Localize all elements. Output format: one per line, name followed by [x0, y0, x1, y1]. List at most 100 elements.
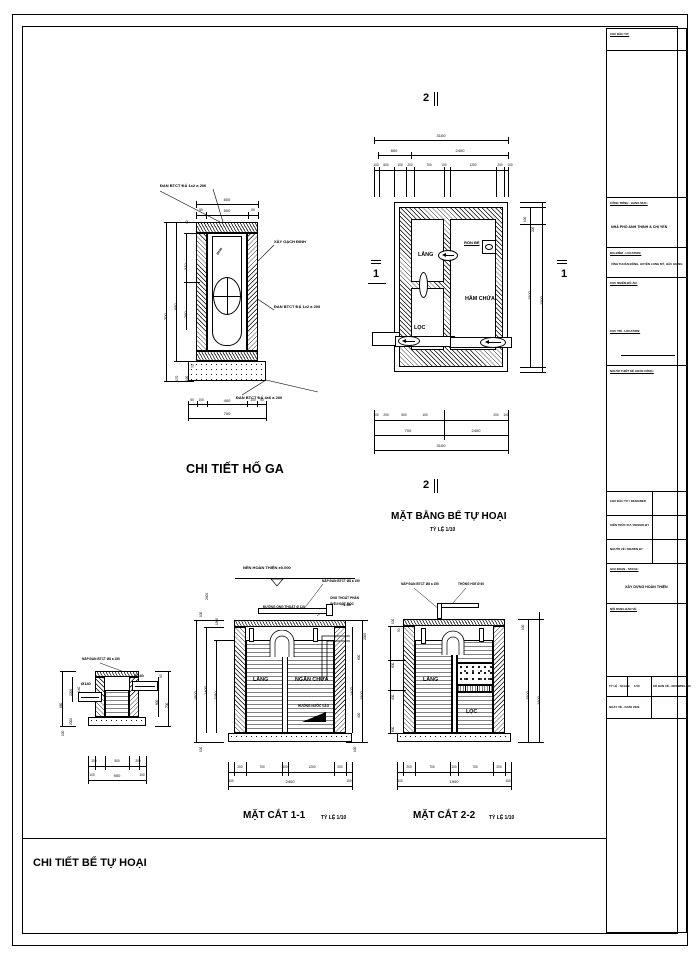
tb-label-nguoithietke: NGƯỜI THIẾT KẾ HOÀN CÔNG: — [610, 369, 654, 373]
sec22-bchain-100a: 100 — [397, 779, 403, 783]
tb-row-project — [607, 198, 686, 248]
sec11-rdim-400: 400 — [357, 712, 361, 718]
tb-label-congtrinh: CÔNG TRÌNH - HẠNG MỤC: — [610, 201, 648, 205]
sec22-bchain-200a: 200 — [406, 765, 412, 769]
plan-section-mark-1-right: 1 — [561, 268, 568, 280]
tb-row-location — [607, 248, 686, 278]
sec22-rdim-100: 100 — [521, 624, 525, 630]
sec22-note-cover: NẮP ĐAN BTCT Ø8 a 150 — [401, 582, 439, 586]
manhole-bdim-50b: 50 — [260, 398, 264, 402]
dim-ext — [214, 640, 234, 641]
sec22-bchain-200b: 200 — [496, 765, 502, 769]
sec22-bchain-700b: 700 — [472, 765, 478, 769]
pit-note: NẮP ĐAN BTCT Ø8 a 150 — [82, 657, 120, 661]
section-mark-line — [434, 479, 435, 493]
sec22-filter-sand — [457, 685, 493, 692]
plan-chain-100d: 100 — [507, 163, 513, 167]
dim-ext — [520, 202, 546, 203]
pit-ldim-140: 140 — [77, 686, 81, 692]
manhole-note-slab: ĐAN BTCT ĐÁ 1x2 a 200 — [274, 304, 321, 309]
dim-tick — [129, 756, 130, 770]
manhole-dim-500: 500 — [223, 208, 231, 213]
pit-ldim-660-line — [62, 671, 63, 726]
pit-ldim-100: 100 — [61, 730, 65, 736]
dim-tick — [505, 762, 506, 776]
pit-bchain-100b: 100 — [139, 773, 145, 777]
sec22-base-slab — [397, 733, 511, 742]
sec11-base-slab — [228, 733, 352, 742]
dim-ext — [346, 742, 368, 743]
plan-section-mark-2-top: 2 — [423, 92, 430, 104]
dim-ext — [520, 367, 546, 368]
tb-row-stage — [607, 564, 686, 604]
tb-footer-div-3 — [651, 697, 652, 719]
dim-tick — [248, 212, 249, 219]
dim-tick — [246, 762, 247, 776]
sec11-bdim-total-line — [228, 786, 352, 787]
plan-label-hamchua-1: HẦM CHỨA — [465, 296, 495, 302]
tb-row-chunhiem — [607, 278, 686, 366]
tb-footer-date: NGÀY VẼ - DATE 2020 — [609, 705, 640, 709]
pit-bchain-200b: 200 — [135, 759, 141, 763]
sec11-ground-line — [235, 578, 355, 579]
sec22-ldim-600b: 600 — [391, 726, 395, 732]
plan-bchain-500: 500 — [401, 413, 407, 417]
sec22-label-loc: LỌC — [466, 709, 478, 715]
dim-tick — [206, 212, 207, 219]
dim-ext — [174, 361, 200, 362]
plan-chain-700: 700 — [426, 163, 432, 167]
plan-chain-200b: 200 — [497, 163, 503, 167]
pit-rdim-700: 700 — [165, 702, 169, 708]
sec22-bdim-1900: 1900 — [449, 779, 459, 784]
pit-rdim-600-line — [158, 677, 159, 717]
manhole-note-top: ĐAN BTCT ĐÁ 1x2 a 200 — [160, 183, 207, 188]
dim-ext — [204, 627, 224, 628]
sec11-note-cover: NẮP ĐAN BTCT Ø8 a 150 — [322, 579, 360, 583]
sec22-ldim-100: 100 — [391, 618, 395, 624]
tb-footer-drawing-no: SỐ BẢN VẼ - DRAWING NO — [653, 684, 691, 688]
manhole-vdim-260: 260 — [183, 311, 188, 318]
dim-tick — [228, 762, 229, 790]
sec11-label-nganchua: NGĂN CHỨA — [295, 677, 329, 683]
sec22-ldim-400: 400 — [391, 694, 395, 700]
dim-tick — [282, 762, 283, 776]
dim-tick — [374, 137, 375, 144]
plan-flow-arrow-2 — [402, 339, 406, 343]
sec22-bdim-total-line — [397, 786, 511, 787]
tb-row-owner — [607, 51, 686, 198]
sec11-ldim-100: 100 — [199, 611, 203, 617]
sec11-rdim-1500-line — [362, 620, 363, 742]
dim-ext — [194, 742, 224, 743]
dim-tick — [397, 762, 398, 790]
manhole-inner-profile — [212, 236, 242, 346]
plan-bdim-3100-line — [374, 450, 508, 451]
pit-ldim-2200-line — [72, 677, 73, 702]
sec22-vent-pipe — [437, 603, 479, 608]
plan-section-mark-2-bottom: 2 — [423, 479, 430, 491]
sec11-ground-label: NỀN HOÀN THIỆN ±0.000 — [243, 565, 291, 570]
sec11-bchain-100: 100 — [282, 765, 288, 769]
dim-ext — [164, 381, 194, 382]
dim-tick — [444, 167, 445, 197]
manhole-bdim-400: 400 — [223, 398, 231, 403]
dim-tick — [394, 167, 395, 197]
sec11-drop-pipe-2 — [313, 628, 318, 642]
section-mark-line — [434, 92, 435, 106]
manhole-vdim-70: 70 — [191, 364, 195, 368]
dim-tick — [258, 212, 259, 219]
sec11-ldim-1180-line — [216, 640, 217, 733]
dim-ext — [388, 660, 406, 661]
dim-tick — [105, 756, 106, 770]
dim-ext — [518, 742, 544, 743]
sec22-leaders — [413, 587, 467, 611]
tb-row-nguoithietke — [607, 366, 686, 492]
dim-tick — [458, 762, 459, 776]
plan-title: MẶT BẰNG BỂ TỰ HOẠI — [391, 511, 507, 522]
dim-tick — [207, 401, 208, 407]
sec11-bchain-100a: 100 — [228, 779, 234, 783]
level-marker-icon — [270, 578, 284, 587]
dim-ext — [520, 372, 546, 373]
dim-tick — [374, 410, 375, 454]
section-mark-line — [557, 263, 567, 264]
sec22-bchain-700a: 700 — [429, 765, 435, 769]
